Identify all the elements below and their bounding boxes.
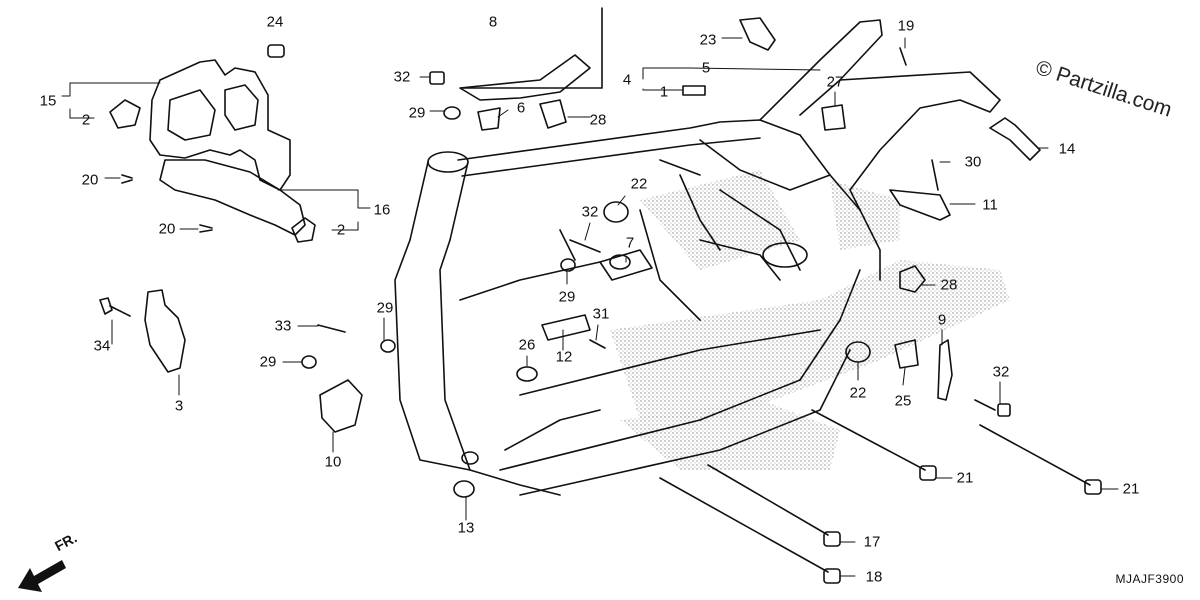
part-3-bracket [144,289,186,373]
callout-21: 21 [956,469,974,487]
part-32c-nut [997,403,1011,417]
part-32a-bolt [429,71,445,85]
callout-25: 25 [894,392,912,410]
part-19-bolt [899,47,907,66]
callout-20: 20 [158,220,176,238]
callout-5: 5 [701,59,711,77]
callout-15: 15 [39,92,57,110]
callout-9: 9 [937,311,947,329]
part-29c-nut [380,339,396,353]
part-17-bolt-head [823,531,841,547]
callout-29: 29 [558,288,576,306]
callout-33: 33 [274,317,292,335]
callout-28: 28 [940,276,958,294]
part-11-bracket [889,189,951,221]
front-direction-arrow [18,560,66,592]
part-23-band [739,17,776,51]
part-12-bracket [541,314,591,341]
callout-14: 14 [1058,140,1076,158]
callout-21: 21 [1122,480,1140,498]
diagram-code: MJAJF3900 [1115,572,1184,586]
callout-29: 29 [408,104,426,122]
callout-32: 32 [393,68,411,86]
callout-4: 4 [622,71,632,89]
part-34-bolt [99,297,131,317]
part-10-bracket [319,379,363,433]
callout-13: 13 [457,519,475,537]
callout-2: 2 [81,111,91,129]
part-8-bracket [459,54,591,101]
part-30-bolt [931,159,939,191]
part-13-collar [453,480,475,498]
callout-31: 31 [592,305,610,323]
part-21b-bolt-shaft [979,424,1091,486]
shadow-stipple [610,170,1010,470]
part-21a-bolt-shaft [811,409,926,471]
part-20-screw [121,174,133,184]
callout-32: 32 [992,363,1010,381]
leader-lines [61,37,1119,577]
callout-19: 19 [897,17,915,35]
frame-cover-part [149,59,306,236]
callout-16: 16 [373,201,391,219]
part-24-cap [267,44,285,58]
callout-29: 29 [376,299,394,317]
callout-23: 23 [699,31,717,49]
part-18-bolt-shaft [659,477,829,573]
part-20b-screw [199,224,213,233]
part-29d-nut [301,355,317,369]
part-17-bolt-shaft [707,464,829,536]
part-7-bracket [599,249,653,281]
callout-26: 26 [518,336,536,354]
callout-18: 18 [865,568,883,586]
part-25-clip [894,339,919,369]
part-29b-nut [560,258,576,272]
part-14-lock [989,117,1041,161]
part-27-clip [821,104,846,131]
callout-6: 6 [516,99,526,117]
part-21a-bolt-head [919,465,937,481]
main-frame [394,19,1001,496]
part-9-bracket [937,339,953,401]
inset-box [461,7,603,89]
callout-22: 22 [849,384,867,402]
callout-32: 32 [581,203,599,221]
callout-24: 24 [266,13,284,31]
part-29a-nut [443,106,461,120]
callout-3: 3 [174,397,184,415]
callout-20: 20 [81,171,99,189]
callout-29: 29 [259,353,277,371]
callout-2: 2 [336,221,346,239]
part-21b-bolt-head [1084,479,1102,495]
callout-11: 11 [982,196,998,214]
part-22a-grommet [603,201,629,223]
part-33-bolt [317,324,346,333]
part-1-pad [682,85,706,96]
callout-7: 7 [625,234,635,252]
callout-27: 27 [826,73,844,91]
part-31-bolt [589,339,606,349]
part-26-clamp [516,366,538,382]
callout-22: 22 [630,175,648,193]
part-32b-bolt [569,239,601,253]
callout-1: 1 [659,83,669,101]
part-32c-bolt [974,399,996,411]
callout-28: 28 [589,111,607,129]
callout-34: 34 [93,337,111,355]
callout-30: 30 [964,153,982,171]
callout-17: 17 [863,533,881,551]
part-6-bracket [477,107,501,131]
callout-8: 8 [488,13,498,31]
part-28a-clamp [539,99,567,129]
callout-12: 12 [555,348,573,366]
part-2-grommet [109,99,141,129]
part-2b-grommet [291,217,316,243]
part-28b-clamp [899,265,926,293]
callout-10: 10 [324,453,342,471]
